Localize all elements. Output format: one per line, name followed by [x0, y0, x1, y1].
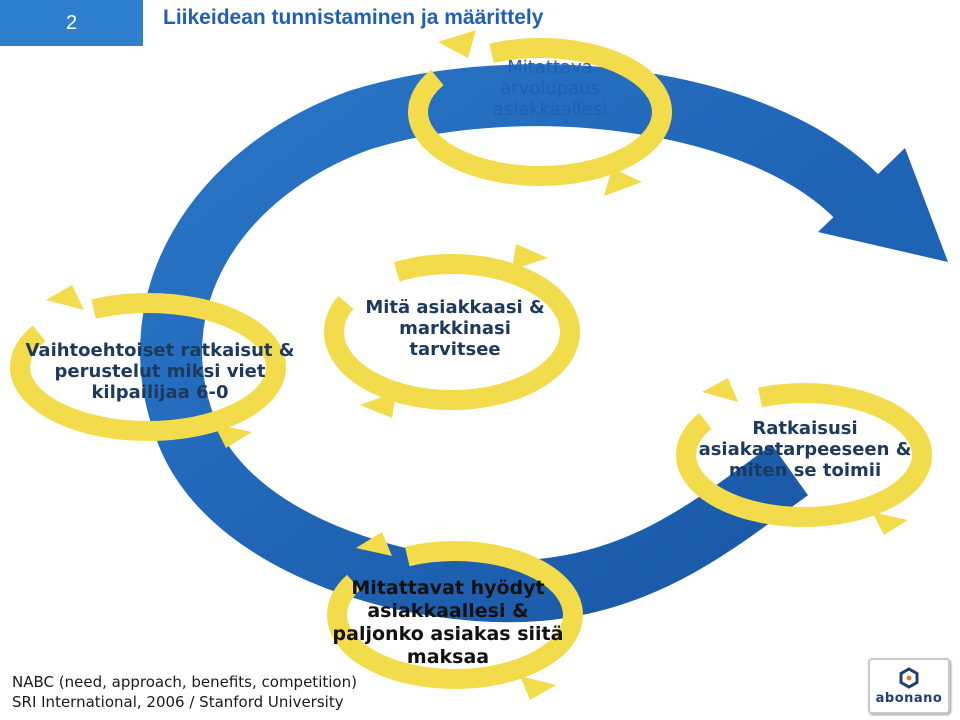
- yellow-ring-approach: [676, 378, 932, 535]
- label-value-promise: Mitattava arvolupaus asiakkaallesi: [492, 57, 608, 120]
- blue-cycle-arrow: [140, 64, 948, 623]
- hexagon-logo-icon: [899, 666, 919, 689]
- source-citation: NABC (need, approach, benefits, competit…: [12, 673, 357, 711]
- abonano-logo: abonano: [868, 658, 950, 714]
- yellow-ring-value-promise: [408, 30, 672, 196]
- label-benefits: Mitattavat hyödyt asiakkaallesi & paljon…: [332, 577, 564, 668]
- yellow-ring-need: [324, 244, 580, 418]
- blue-arrow-head: [818, 148, 948, 262]
- slide-number: 2: [65, 11, 78, 34]
- page-title: Liikeidean tunnistaminen ja määrittely: [163, 6, 544, 29]
- logo-text: abonano: [875, 690, 943, 706]
- label-approach: Ratkaisusi asiakastarpeeseen & miten se …: [698, 418, 912, 481]
- yellow-ring-benefits: [327, 532, 583, 700]
- yellow-ring-competition: [10, 285, 286, 448]
- blue-arrow-body: [140, 64, 883, 623]
- label-need: Mitä asiakkaasi & markkinasi tarvitsee: [365, 297, 545, 360]
- label-competition: Vaihtoehtoiset ratkaisut & perustelut mi…: [25, 340, 295, 403]
- slide-number-badge: 2: [0, 0, 143, 46]
